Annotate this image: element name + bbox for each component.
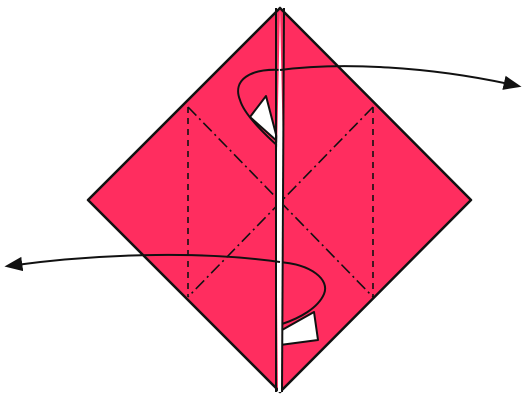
origami-diagram — [0, 0, 525, 395]
